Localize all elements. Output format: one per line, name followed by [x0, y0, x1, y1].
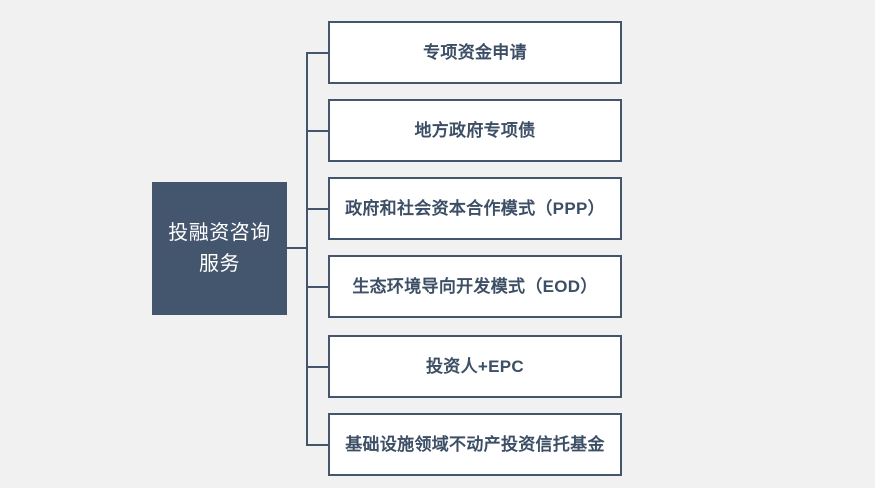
child-node-5[interactable]: 投资人+EPC: [328, 335, 622, 398]
root-node[interactable]: 投融资咨询 服务: [152, 182, 287, 315]
child-node-4-label: 生态环境导向开发模式（EOD）: [352, 276, 598, 296]
branch-connector-3: [306, 208, 329, 210]
root-node-label: 投融资咨询 服务: [168, 221, 271, 275]
child-node-5-label: 投资人+EPC: [426, 356, 524, 376]
child-node-3[interactable]: 政府和社会资本合作模式（PPP）: [328, 177, 622, 240]
child-node-3-label: 政府和社会资本合作模式（PPP）: [345, 198, 605, 218]
child-node-1-label: 专项资金申请: [423, 42, 527, 62]
child-node-6[interactable]: 基础设施领域不动产投资信托基金: [328, 413, 622, 476]
child-node-2-label: 地方政府专项债: [414, 120, 536, 140]
branch-connector-4: [306, 286, 329, 288]
branch-connector-2: [306, 130, 329, 132]
branch-connector-6: [306, 444, 329, 446]
connector-trunk: [306, 52, 308, 446]
root-connector-stub: [287, 247, 308, 249]
child-node-2[interactable]: 地方政府专项债: [328, 99, 622, 162]
child-node-1[interactable]: 专项资金申请: [328, 21, 622, 84]
branch-connector-1: [306, 52, 329, 54]
branch-connector-5: [306, 366, 329, 368]
child-node-6-label: 基础设施领域不动产投资信托基金: [345, 434, 605, 454]
child-node-4[interactable]: 生态环境导向开发模式（EOD）: [328, 255, 622, 318]
